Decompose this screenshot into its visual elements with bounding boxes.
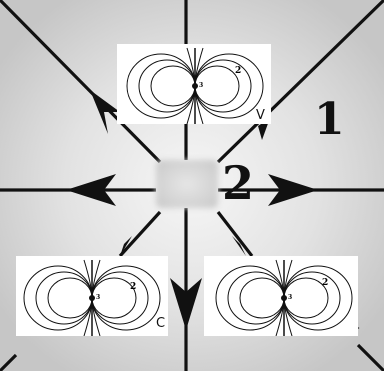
dipole-inset-bottom-right: 2 3	[204, 256, 358, 336]
inset-label-2: 2	[235, 66, 241, 76]
dipole-field-icon	[16, 256, 168, 336]
label-v: V	[256, 108, 265, 123]
inset-label-2: 2	[130, 282, 136, 292]
inset-label-3: 3	[96, 294, 100, 301]
dipole-field-icon	[204, 256, 358, 336]
blurred-center	[156, 160, 218, 208]
inset-label-2: 2	[322, 278, 328, 288]
inset-label-3: 3	[199, 82, 203, 89]
inset-label-3: 3	[288, 294, 292, 301]
region-label-1: 1	[314, 98, 345, 142]
region-label-2: 2	[222, 160, 254, 206]
dipole-inset-bottom-left: 2 3	[16, 256, 168, 336]
label-c: C	[156, 316, 165, 331]
dipole-field-icon	[117, 44, 271, 124]
dipole-inset-top: 2 3	[117, 44, 271, 124]
